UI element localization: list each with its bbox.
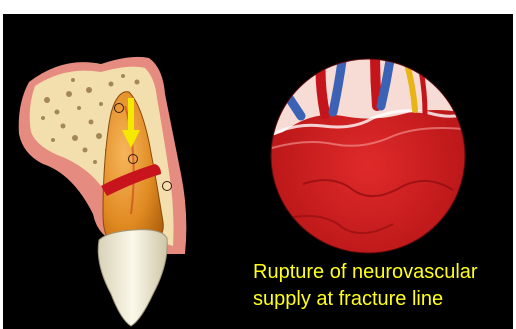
caption-text: Rupture of neurovascular supply at fract… [253, 259, 478, 313]
vessel-red [375, 54, 377, 106]
vessel-red [321, 54, 326, 114]
magnified-view [263, 54, 473, 253]
tooth-crown [98, 230, 167, 326]
caption-line-2: supply at fracture line [253, 286, 478, 313]
caption-line-1: Rupture of neurovascular [253, 259, 478, 286]
slide: Rupture of neurovascular supply at fract… [3, 14, 513, 329]
tooth-section [19, 57, 187, 326]
